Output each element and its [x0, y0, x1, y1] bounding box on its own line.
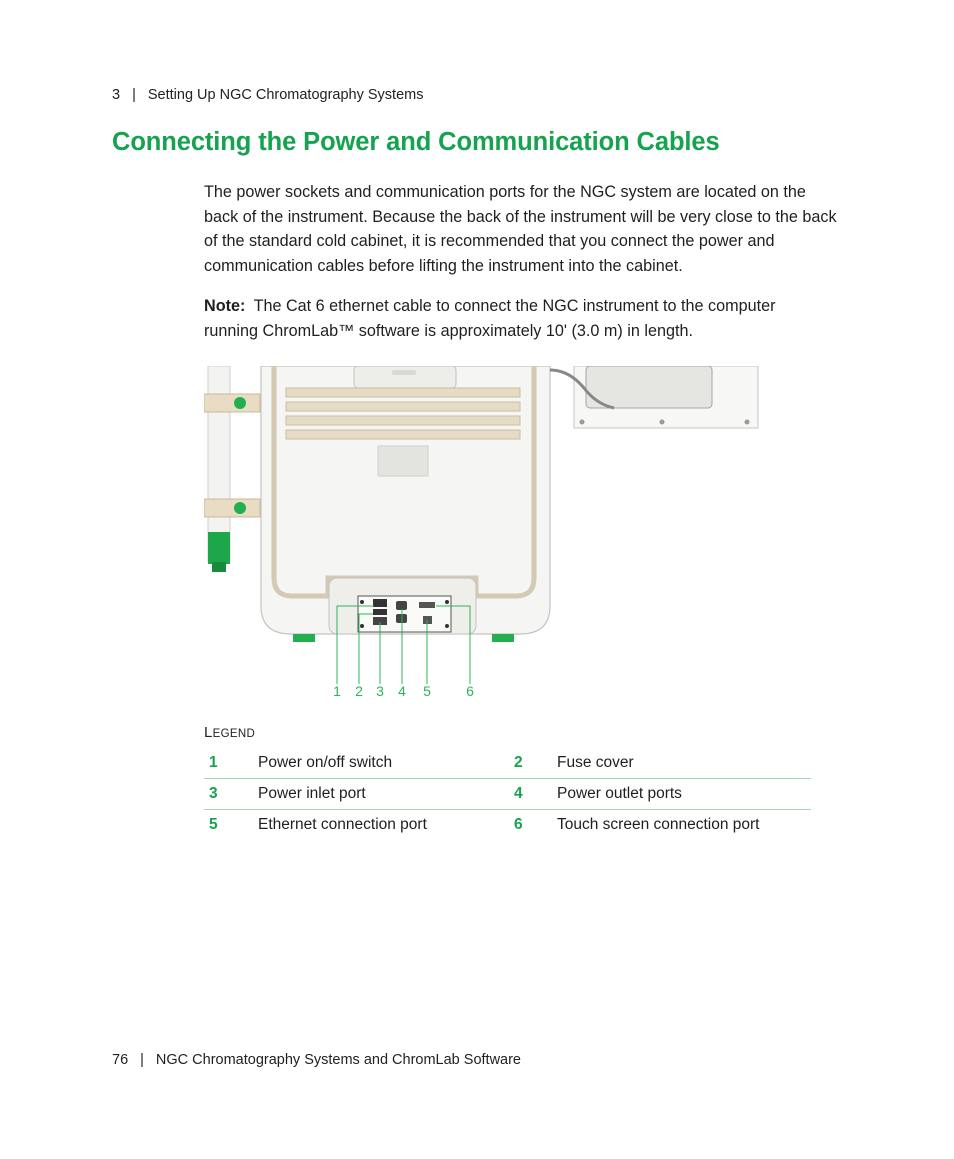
book-title: NGC Chromatography Systems and ChromLab …	[155, 1052, 521, 1068]
legend-number: 2	[514, 754, 523, 771]
intro-paragraph: The power sockets and communication port…	[204, 183, 837, 275]
legend-label: Touch screen connection port	[557, 809, 811, 840]
callout-5: 5	[423, 683, 431, 699]
legend-number: 4	[509, 778, 557, 810]
legend-number: 1	[209, 754, 218, 771]
legend-row: 3 Power inlet port 4 Power outlet ports	[204, 778, 811, 810]
legend-number: 6	[509, 809, 557, 840]
footer-separator: |	[140, 1052, 144, 1068]
legend-number: 5	[204, 809, 258, 840]
page-number: 76	[112, 1052, 129, 1068]
chapter-number: 3	[112, 87, 121, 103]
callout-numbers: 1 2 3 4 5 6	[333, 683, 474, 699]
callout-6: 6	[466, 683, 474, 699]
legend-number: 3	[204, 778, 258, 810]
side-module	[549, 366, 759, 429]
running-header: 3 | Setting Up NGC Chromatography Systems	[112, 87, 423, 103]
legend-label: Ethernet connection port	[258, 809, 509, 840]
chapter-title: Setting Up NGC Chromatography Systems	[147, 87, 424, 103]
callout-lines	[336, 605, 471, 684]
legend-row: 5 Ethernet connection port 6 Touch scree…	[204, 809, 811, 840]
header-separator: |	[132, 87, 136, 103]
section-title: Connecting the Power and Communication C…	[112, 128, 720, 156]
note-label: Note:	[204, 297, 246, 315]
running-footer: 76 | NGC Chromatography Systems and ChromL…	[112, 1052, 521, 1068]
note-text: The Cat 6 ethernet cable to connect the …	[204, 297, 776, 340]
legend-row: 1 Power on/off switch 2 Fuse cover	[204, 748, 811, 779]
legend-label: Fuse cover	[557, 754, 634, 771]
legend-title: LEGEND	[204, 724, 256, 741]
legend-table: 1 Power on/off switch 2 Fuse cover 3 Pow…	[204, 748, 811, 840]
legend-label: Power inlet port	[258, 778, 509, 810]
tubing-column	[204, 366, 261, 572]
callout-1: 1	[333, 683, 341, 699]
callout-3: 3	[376, 683, 384, 699]
callout-4: 4	[398, 683, 406, 699]
legend-label: Power outlet ports	[557, 778, 811, 810]
callout-2: 2	[355, 683, 363, 699]
legend-label: Power on/off switch	[258, 754, 393, 771]
instrument-chassis	[260, 366, 551, 642]
instrument-back-illustration: 1 2 3 4 5 6	[204, 366, 759, 699]
note: Note: The Cat 6 ethernet cable to connec…	[204, 294, 824, 343]
